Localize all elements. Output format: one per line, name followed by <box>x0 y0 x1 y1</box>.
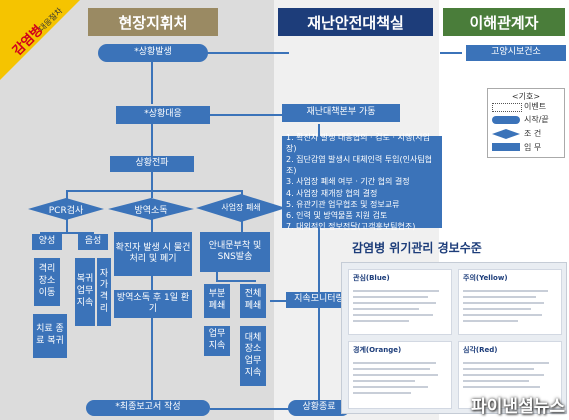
hq-task-list: 1. 확진자 발생 대응협의 · 검토 · 시행(사업장) 2. 집단감염 발생… <box>282 133 442 231</box>
condition-worksite-close[interactable] <box>196 194 286 222</box>
legend-item: 조 건 <box>524 129 542 138</box>
legend-item: 임 무 <box>524 143 542 152</box>
connector <box>151 124 153 156</box>
condition-worksite-close-label: 사업장 폐쇄 <box>221 203 261 213</box>
connector <box>66 190 68 202</box>
hq-task-item: 1. 확진자 발생 대응협의 · 검토 · 시행(사업장) <box>286 132 431 153</box>
procedure-badge: 감염병 대응절차 <box>0 0 80 80</box>
connector <box>216 272 218 282</box>
warning-level-label: 경계(Orange) <box>353 346 402 354</box>
node-situation-end[interactable]: 상황종료 <box>288 400 350 416</box>
hq-task-item: 7. 대외적인 정보전달(고객홍보팀협조) <box>286 222 416 232</box>
connector <box>318 228 320 292</box>
node-situation-response[interactable]: *상황대응 <box>116 106 210 124</box>
warning-level-title: 감염병 위기관리 경보수준 <box>352 241 482 255</box>
node-negative[interactable]: 음성 <box>78 234 108 250</box>
warning-level-label: 심각(Red) <box>463 346 498 354</box>
header-disaster-office: 재난안전대책실 <box>278 8 433 36</box>
hq-task-item: 4. 사업장 재개장 협의 결정 <box>286 188 378 198</box>
connector <box>151 218 153 232</box>
hq-task-item: 5. 유관기관 업무협조 및 정보교류 <box>286 199 400 209</box>
connector <box>66 218 68 234</box>
hq-task-item: 6. 인력 및 방역물품 지원 검토 <box>286 210 388 220</box>
node-treat-return[interactable]: 치료 종료 복귀 <box>33 314 67 358</box>
connector <box>210 114 282 116</box>
connector <box>40 232 94 234</box>
legend-title: <기호> <box>511 92 541 101</box>
hq-task-item: 2. 집단감염 발생시 대체인력 투입(인사팀협조) <box>286 155 433 176</box>
node-isolate-move[interactable]: 격리 장소 이동 <box>34 258 60 306</box>
warning-level-label: 관심(Blue) <box>353 274 390 282</box>
connector <box>241 218 243 232</box>
node-hq-operate[interactable]: 재난대책본부 가동 <box>282 104 400 122</box>
header-field-command: 현장지휘처 <box>88 8 218 36</box>
node-goyang-health[interactable]: 고양시보건소 <box>466 45 566 61</box>
condition-disinfect[interactable] <box>108 198 194 220</box>
symbol-legend: <기호> 이벤트 시작/끝 조 건 임 무 <box>487 88 565 158</box>
warning-level-panel: 관심(Blue) 주의(Yellow) 경계(Orange) <box>341 262 567 414</box>
connector <box>318 308 320 400</box>
warning-card-orange: 경계(Orange) <box>348 341 452 409</box>
node-partial-close[interactable]: 부분 폐쇄 <box>204 284 230 318</box>
node-ventilate[interactable]: 방역소독 후 1일 환기 <box>114 290 192 318</box>
warning-card-red: 심각(Red) <box>458 341 562 409</box>
legend-task-symbol <box>492 143 520 151</box>
node-patient-items[interactable]: 확진자 발생 시 물건 처리 및 폐기 <box>114 232 192 276</box>
node-monitoring[interactable]: 지속모니터링 <box>286 292 352 308</box>
hq-task-item: 3. 사업장 폐쇄 여부 · 기간 협의 결정 <box>286 177 410 187</box>
node-continue-work[interactable]: 업무 지속 <box>204 326 230 356</box>
connector <box>66 190 242 192</box>
connector <box>151 62 153 104</box>
connector <box>318 124 320 136</box>
condition-pcr-test[interactable] <box>28 198 104 220</box>
condition-disinfect-label: 방역소독 <box>134 205 168 216</box>
node-situation-propagate[interactable]: 상황전파 <box>110 156 194 172</box>
connector <box>151 276 153 290</box>
node-situation-occur[interactable]: *상황발생 <box>98 44 208 62</box>
node-return-work[interactable]: 복귀 업무 지속 <box>75 258 95 326</box>
connector <box>151 318 153 408</box>
warning-card-yellow: 주의(Yellow) <box>458 269 562 335</box>
node-full-close[interactable]: 전체 폐쇄 <box>240 284 266 318</box>
connector <box>151 172 153 198</box>
node-final-report[interactable]: *최종보고서 작성 <box>86 400 210 416</box>
legend-start-end-symbol <box>492 116 520 124</box>
legend-item: 이벤트 <box>524 102 547 111</box>
warning-level-label: 주의(Yellow) <box>463 274 508 282</box>
header-stakeholders: 이해관계자 <box>443 8 565 36</box>
connector <box>216 280 256 282</box>
legend-item: 시작/끝 <box>524 115 549 124</box>
legend-event-symbol <box>492 103 522 112</box>
node-positive[interactable]: 양성 <box>32 234 62 250</box>
legend-condition-symbol <box>492 129 520 139</box>
connector <box>205 52 289 54</box>
connector <box>440 52 462 54</box>
condition-pcr-label: PCR검사 <box>48 205 84 216</box>
node-self-isolate[interactable]: 자가 격리 <box>97 258 111 326</box>
connector <box>270 300 292 302</box>
node-alt-work[interactable]: 대체 장소 업무 지속 <box>240 326 266 386</box>
connector <box>210 408 290 410</box>
warning-card-blue: 관심(Blue) <box>348 269 452 335</box>
node-notice-sns[interactable]: 안내문부착 및 SNS발송 <box>200 232 270 272</box>
news-watermark: 파이낸셜뉴스 <box>471 397 565 417</box>
